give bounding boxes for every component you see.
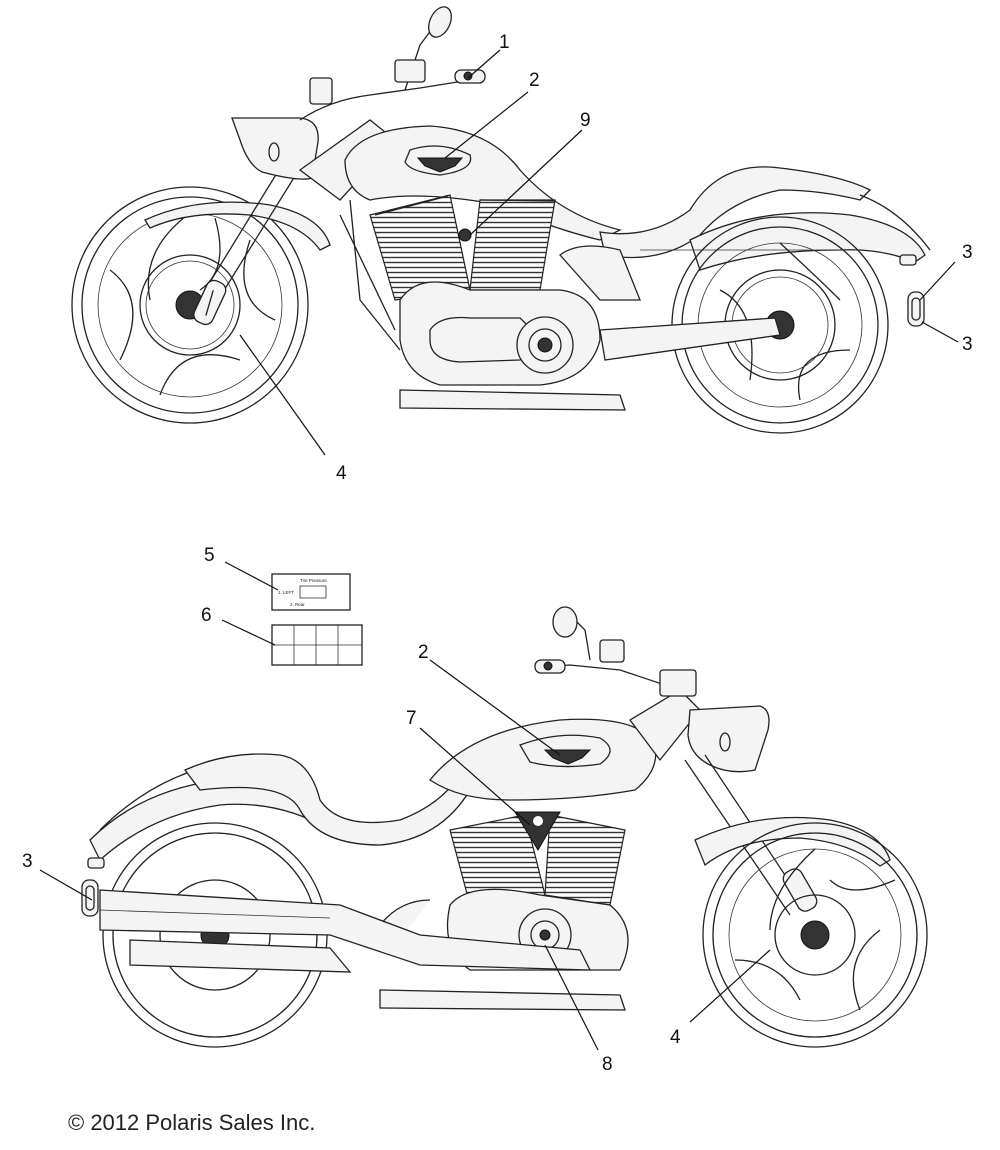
callout-2-bottom: 2 [418, 642, 429, 663]
callout-6: 6 [201, 605, 212, 626]
callout-7: 7 [406, 708, 417, 729]
tank-emblem [416, 157, 464, 173]
engine-right-view [358, 811, 629, 971]
rear-wheel-right-view [102, 822, 328, 1048]
svg-text:1. LEFT: 1. LEFT [278, 590, 294, 595]
callout-5: 5 [204, 545, 215, 566]
rear-fender [689, 212, 926, 271]
tank-emblem-right-view [543, 749, 592, 765]
callout-4-top: 4 [336, 463, 347, 484]
callout-1: 1 [499, 32, 510, 53]
callout-8: 8 [602, 1054, 613, 1075]
fuel-tank-right-view [429, 718, 657, 801]
handlebar-assembly [299, 6, 486, 121]
callout-2-top: 2 [529, 70, 540, 91]
motorcycle-left-view [71, 6, 931, 434]
headlight-cowl [231, 117, 319, 180]
copyright-notice: © 2012 Polaris Sales Inc. [68, 1110, 316, 1135]
svg-text:Tire Pressure: Tire Pressure [300, 578, 327, 583]
callout-9: 9 [580, 110, 591, 131]
front-wheel [71, 186, 309, 424]
handlebar-assembly-right-view [534, 606, 697, 697]
swing-arm [599, 317, 781, 361]
rear-turn-signal [907, 291, 925, 327]
motorcycle-right-view [81, 606, 928, 1048]
label-decal-6 [271, 624, 363, 666]
front-fork-reflector [782, 868, 818, 912]
svg-text:2. Rear: 2. Rear [290, 602, 305, 607]
label-decal-5: Tire Pressure 1. LEFT 2. Rear [271, 573, 351, 611]
exhaust-pipe [99, 889, 592, 971]
front-fender-right-view [694, 816, 891, 867]
callout-4-bottom: 4 [670, 1027, 681, 1048]
callouts-bottom: 5 6 2 7 3 4 8 [22, 545, 771, 1075]
callout-3-top-lower: 3 [962, 334, 973, 355]
engine [369, 194, 641, 411]
callout-3-top-upper: 3 [962, 242, 973, 263]
callout-3-bottom: 3 [22, 851, 33, 872]
callouts-top: 1 2 9 3 3 4 [239, 32, 973, 484]
front-fender [144, 201, 331, 251]
front-wheel-right-view [702, 822, 928, 1048]
front-forks [193, 159, 301, 326]
headlight-cowl-right-view [687, 705, 770, 773]
